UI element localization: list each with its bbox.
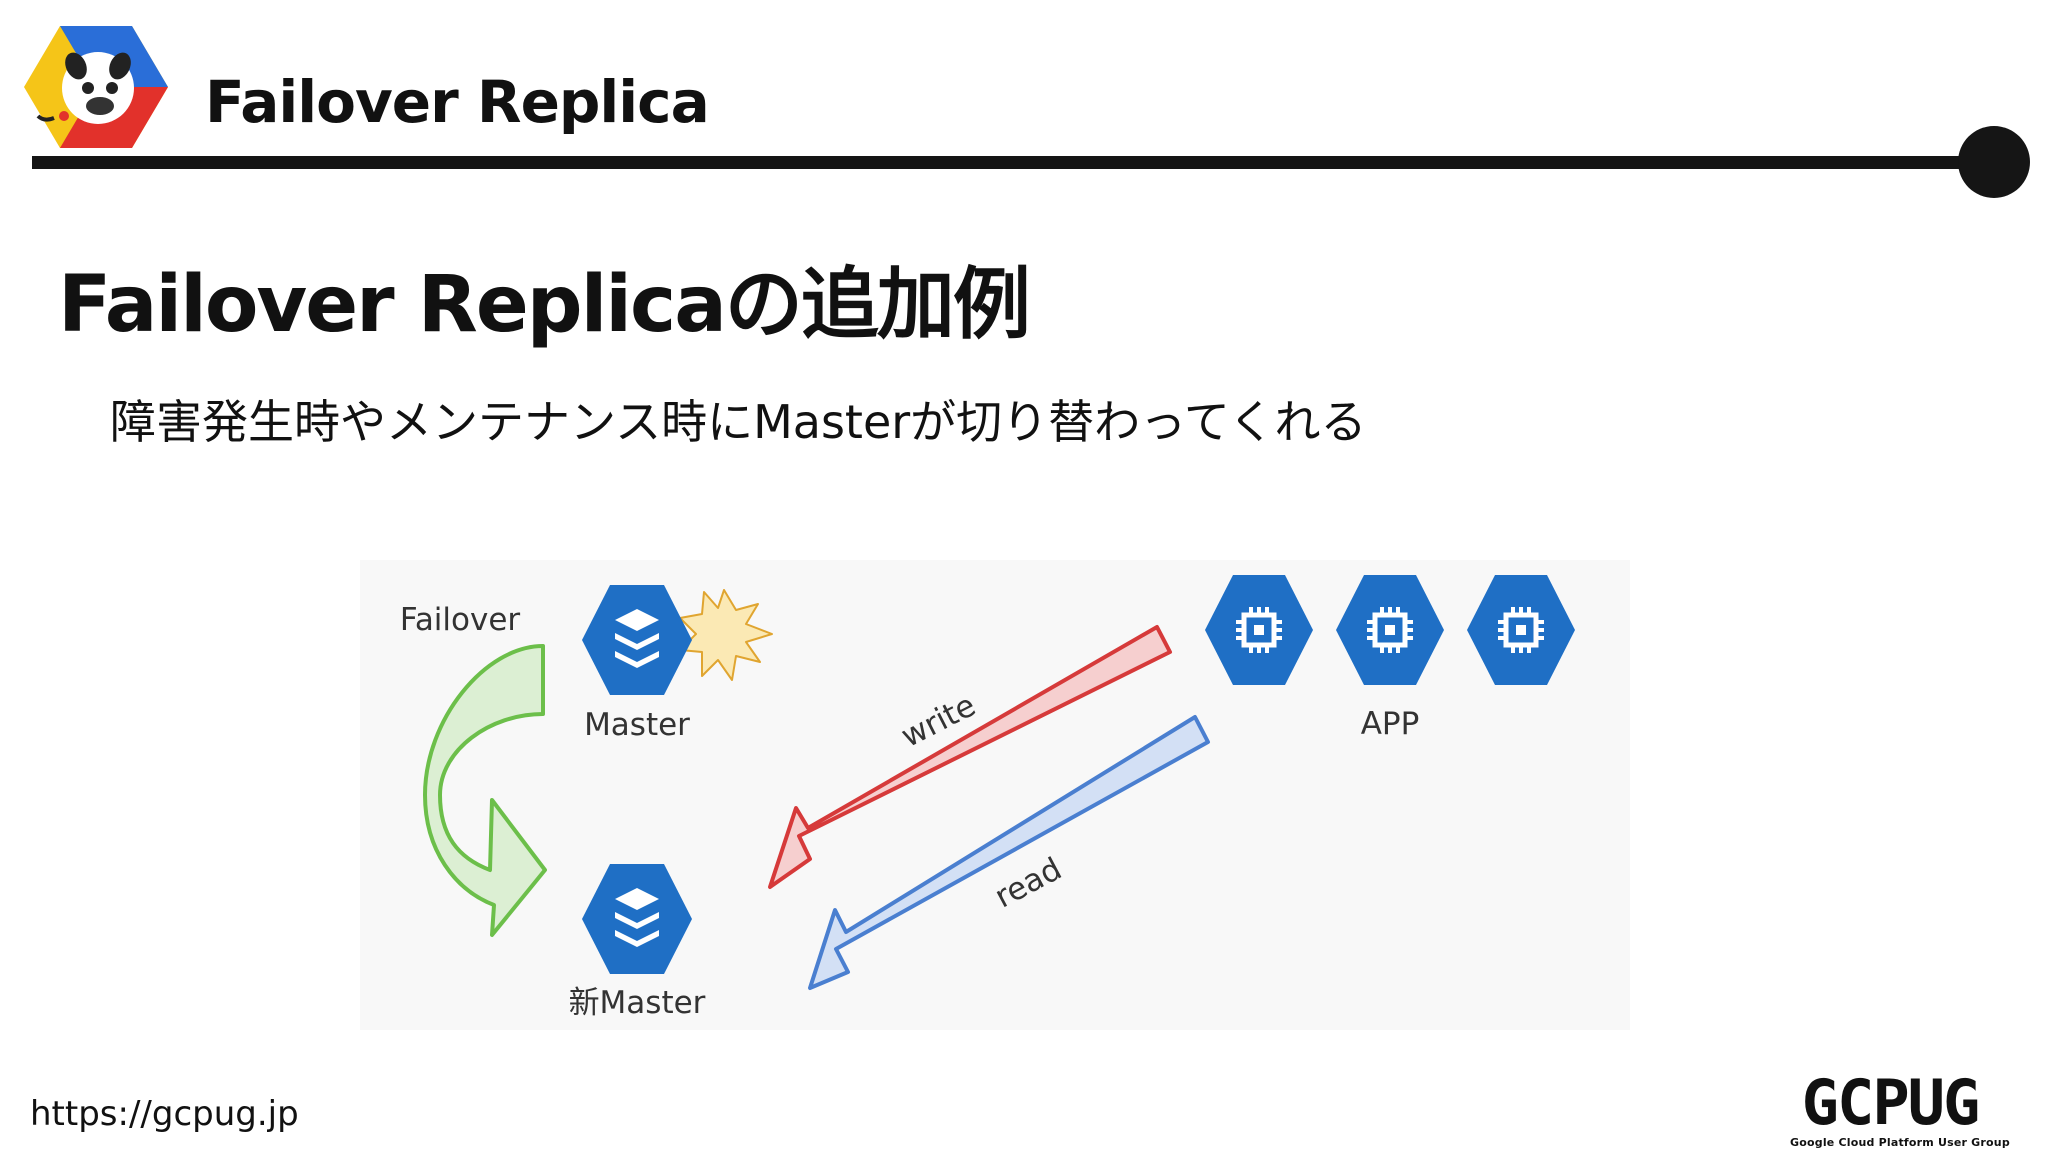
app-label: APP (1361, 706, 1420, 742)
failover-arrow (423, 644, 547, 937)
brand-tagline: Google Cloud Platform User Group (1790, 1136, 2010, 1149)
app-vm-icon (1205, 575, 1313, 685)
new-master-label: 新Master (569, 985, 706, 1021)
footer-url: https://gcpug.jp (30, 1094, 299, 1134)
slide-subtitle: 障害発生時やメンテナンス時にMasterが切り替わってくれる (110, 395, 1367, 449)
header-title: Failover Replica (205, 68, 710, 136)
header-rule-endpoint (1958, 126, 2030, 198)
header-rule (32, 156, 1982, 169)
failure-burst-icon (679, 589, 773, 681)
app-vm-icon (1336, 575, 1444, 685)
pug-logo-icon (24, 26, 168, 148)
write-arrow (768, 625, 1172, 889)
failover-label: Failover (400, 602, 521, 638)
gcpug-brand: GCPUG Google Cloud Platform User Group (1790, 1066, 2010, 1150)
read-label: read (989, 851, 1068, 916)
app-vm-icon (1467, 575, 1575, 685)
slide-title: Failover Replicaの追加例 (58, 260, 1031, 350)
brand-name: GCPUG (1801, 1066, 1981, 1139)
master-db-icon (582, 585, 692, 695)
new-master-db-icon (582, 864, 692, 974)
read-arrow (808, 715, 1210, 990)
master-label: Master (584, 707, 690, 743)
